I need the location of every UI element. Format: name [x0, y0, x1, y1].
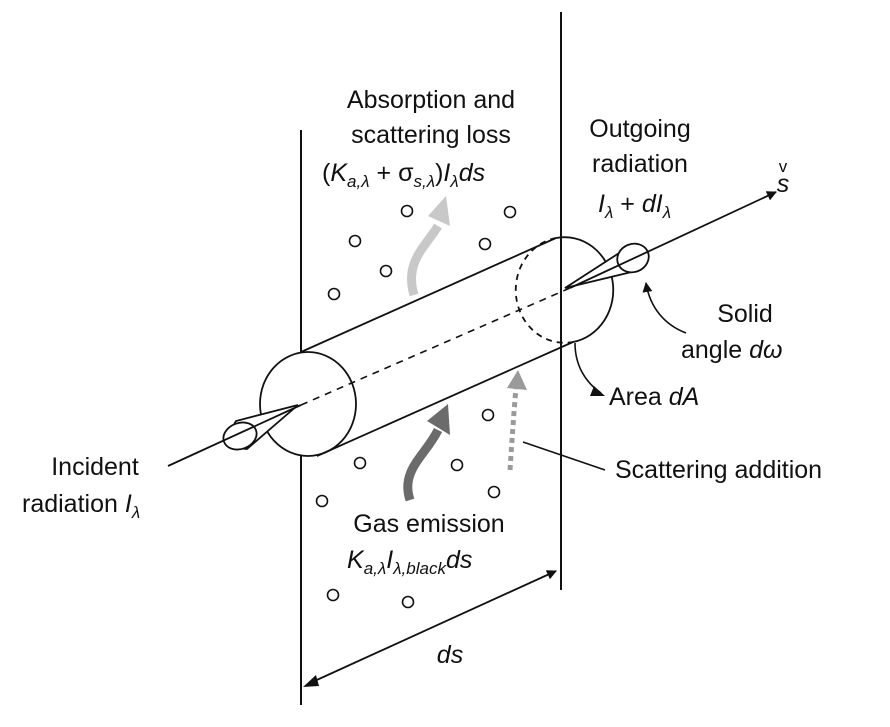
direction-s-arrow	[569, 191, 777, 289]
gas-emission-label: Gas emission	[353, 510, 504, 538]
incident-label-line1: Incident	[51, 453, 139, 481]
gas-emission-formula: Ka,λIλ,blackds	[347, 546, 472, 578]
loss-arrow	[407, 223, 442, 297]
scattering-addition-label: Scattering addition	[615, 456, 822, 484]
cylinder-top-edge	[300, 237, 557, 353]
direction-s-label: s	[777, 170, 790, 198]
loss-arrow-head	[428, 196, 450, 226]
ds-dimension-label: ds	[437, 641, 463, 669]
solid-angle-line2: angle dω	[681, 336, 783, 364]
emission-arrow	[403, 427, 443, 502]
particle	[481, 408, 495, 422]
absorption-formula: (Ka,λ + σs,λ)Iλds	[322, 159, 485, 191]
scattering-addition-arrow	[507, 387, 519, 471]
particle	[348, 234, 362, 248]
particle	[487, 485, 501, 499]
ds-dimension-arrow	[307, 570, 557, 685]
axis-dashed-inside	[300, 287, 571, 406]
direction-hat: v	[779, 157, 788, 176]
area-leader	[574, 342, 602, 394]
cylinder-bottom-edge	[316, 341, 574, 457]
cylinder-left-end	[259, 351, 357, 457]
emission-arrow-head	[427, 404, 450, 435]
scattering-addition-leader	[522, 441, 606, 471]
scattering-addition-arrow-head	[507, 370, 527, 390]
area-label: Area dA	[609, 383, 699, 411]
incident-label-line2: radiation Iλ	[22, 490, 140, 522]
particle	[353, 456, 367, 470]
outgoing-label-line2: radiation	[592, 150, 688, 178]
absorption-label-line1: Absorption and	[347, 86, 515, 114]
particle	[327, 287, 341, 301]
particle	[401, 595, 415, 609]
solid-angle-leader	[642, 282, 687, 334]
particle	[326, 588, 340, 602]
outgoing-solid-angle-cone	[564, 242, 650, 289]
axis-incident-segment	[167, 404, 302, 467]
gas-particles	[315, 204, 517, 609]
particle	[400, 204, 414, 218]
outgoing-formula: Iλ + dIλ	[598, 190, 671, 222]
volume-element-cylinder	[259, 236, 615, 457]
solid-angle-line1: Solid	[717, 300, 773, 328]
particle	[315, 494, 329, 508]
absorption-label-line2: scattering loss	[351, 121, 511, 149]
ds-dimension-arrow-start	[303, 675, 319, 687]
particle	[478, 237, 492, 251]
cylinder-right-end-front	[555, 236, 615, 343]
particle	[450, 458, 464, 472]
particle	[503, 205, 517, 219]
particle	[379, 264, 393, 278]
area-leader-head	[590, 386, 605, 396]
outgoing-label-line1: Outgoing	[589, 115, 690, 143]
cylinder-right-end-back	[514, 237, 574, 344]
